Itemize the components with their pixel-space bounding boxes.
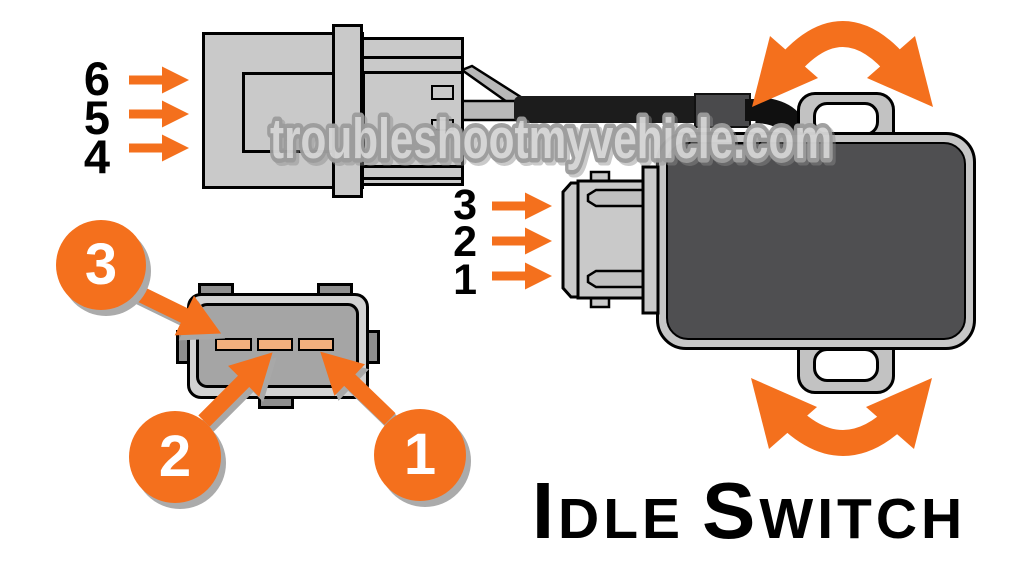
harness-connector-cavity (431, 119, 454, 131)
harness-connector-rear (361, 37, 464, 186)
callout-arrow-2-icon (198, 352, 273, 427)
watermark-shadow: troubleshootmyvehicle.com (273, 110, 835, 174)
title-rest-dle: DLE (558, 487, 685, 551)
idle-switch-housing (656, 132, 976, 350)
pin-3 (215, 338, 252, 351)
title-rest-witch: WITCH (759, 487, 967, 551)
rotation-arrowhead-bottom-left (751, 378, 817, 449)
pin-label-4: 4 (83, 130, 110, 183)
harness-connector-cavity (431, 85, 454, 100)
wire-loom (514, 96, 710, 123)
arrow-3-icon (492, 192, 552, 220)
pin-2 (257, 338, 293, 351)
cable-end (745, 99, 768, 121)
callout-arrow-3-icon (130, 283, 222, 336)
rotation-arrowhead-top-right (867, 36, 933, 107)
mounting-slot-bottom (813, 348, 879, 382)
title-initial-i: I (531, 466, 559, 555)
switch-connector-plate (641, 165, 660, 315)
rotation-arrow-top (752, 21, 933, 107)
watermark-text: troubleshootmyvehicle.com (270, 107, 832, 171)
pin-arrows-654 (129, 66, 189, 162)
callout-circle-2: 2 (129, 411, 221, 503)
connector-ridge-line (363, 177, 462, 180)
rotation-arrow-bottom (751, 378, 932, 456)
connector-ridge-line (363, 165, 462, 168)
idle-switch-body (666, 142, 966, 340)
pin-label-5: 5 (83, 91, 110, 144)
pin-1 (298, 338, 334, 351)
arrow-5-icon (129, 100, 189, 128)
arrow-4-icon (129, 134, 189, 162)
callout-arrows (130, 283, 400, 432)
pin-label-6: 6 (83, 52, 110, 105)
arrow-1-icon (492, 262, 552, 290)
pin-label-2: 2 (453, 218, 477, 266)
rotation-arrowhead-bottom-right (866, 378, 932, 449)
rotation-arrowhead-top-left (752, 36, 818, 107)
pin-label-1: 1 (453, 256, 477, 304)
pin-label-3: 3 (453, 181, 477, 229)
callout-circle-3: 3 (56, 220, 146, 310)
callout-arrow-1-icon (320, 351, 396, 425)
cable-boot (694, 93, 751, 128)
arrow-6-icon (129, 66, 189, 94)
connector-ridge-line (363, 71, 462, 74)
connector-ridge-line (363, 56, 462, 59)
callout-circle-1: 1 (374, 409, 466, 501)
pin-arrows-321 (492, 192, 552, 290)
harness-connector-latch (332, 24, 363, 198)
title-initial-s: S (702, 466, 760, 555)
arrow-2-icon (492, 227, 552, 255)
